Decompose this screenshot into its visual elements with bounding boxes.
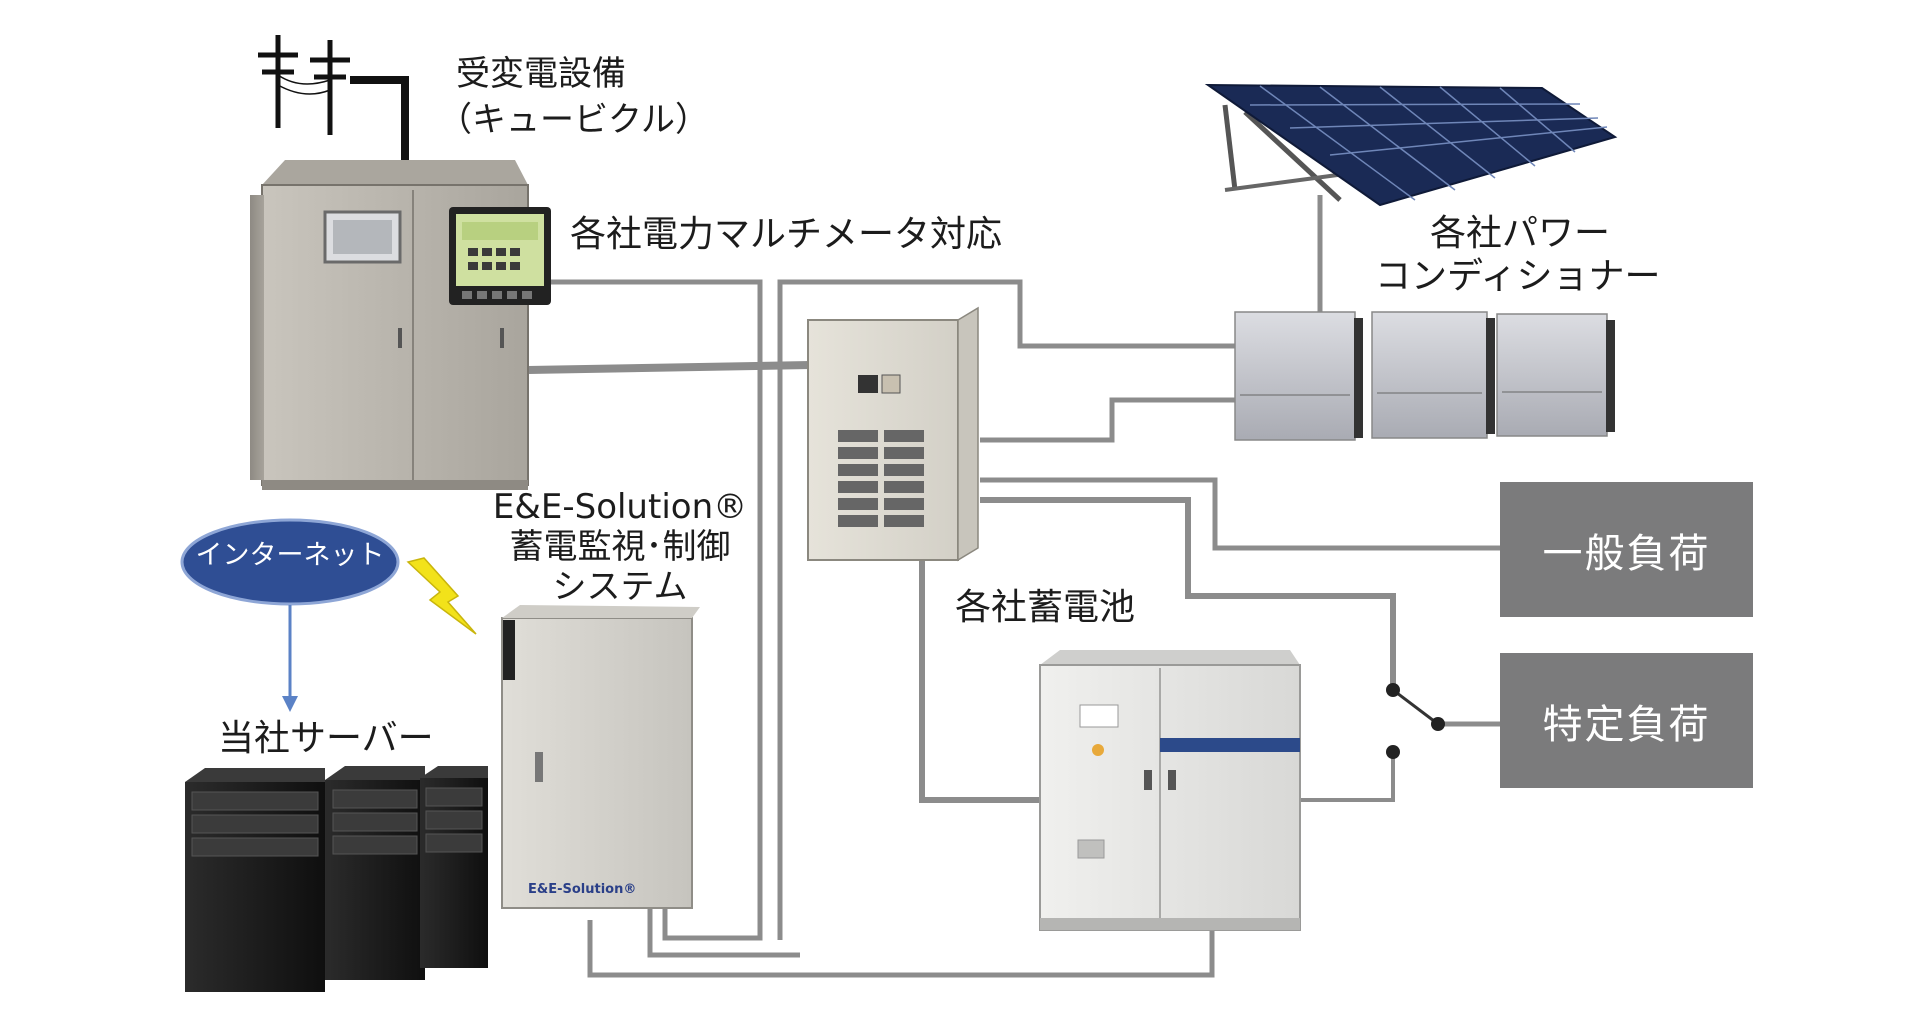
internet-cloud xyxy=(180,518,400,606)
wiring xyxy=(527,195,1500,978)
ee-system-label: E&E-Solution® 蓄電監視･制御 システム xyxy=(470,487,770,607)
substation-line2: （キュービクル） xyxy=(438,99,709,140)
internet-label: インターネット xyxy=(195,540,385,571)
changeover-switch xyxy=(1386,683,1445,759)
multimeter-label: 各社電力マルチメータ対応 xyxy=(570,214,1003,255)
cabinet-brand-text: E&E-Solution® xyxy=(528,882,636,897)
ee-line2: 蓄電監視･制御 xyxy=(509,527,731,568)
general-load-box: 一般負荷 xyxy=(1500,482,1753,617)
down-arrow-icon xyxy=(282,605,298,712)
pcs-label: 各社パワー コンディショナー xyxy=(1375,212,1660,298)
distribution-board xyxy=(807,306,979,562)
utility-pole-icon xyxy=(258,35,409,162)
specific-load-label: 特定負荷 xyxy=(1542,701,1711,748)
cubicle-substation xyxy=(250,160,551,490)
solar-panel-array xyxy=(1204,83,1618,207)
ee-line1: E&E-Solution® xyxy=(492,487,748,527)
storage-battery xyxy=(1039,650,1301,931)
ee-solution-cabinet: E&E-Solution® xyxy=(501,605,700,909)
server-label: 当社サーバー xyxy=(218,718,434,759)
specific-load-box: 特定負荷 xyxy=(1500,653,1753,788)
battery-label: 各社蓄電池 xyxy=(955,587,1136,628)
substation-line1: 受変電設備 xyxy=(456,54,626,94)
power-conditioners xyxy=(1234,311,1615,441)
general-load-label: 一般負荷 xyxy=(1542,530,1711,577)
pcs-line2: コンディショナー xyxy=(1375,256,1661,298)
substation-label: 受変電設備 （キュービクル） xyxy=(438,52,709,144)
server-racks-icon xyxy=(185,766,488,992)
lightning-icon xyxy=(406,557,477,635)
ee-line3: システム xyxy=(552,567,688,608)
pcs-line1: 各社パワー xyxy=(1430,213,1611,254)
